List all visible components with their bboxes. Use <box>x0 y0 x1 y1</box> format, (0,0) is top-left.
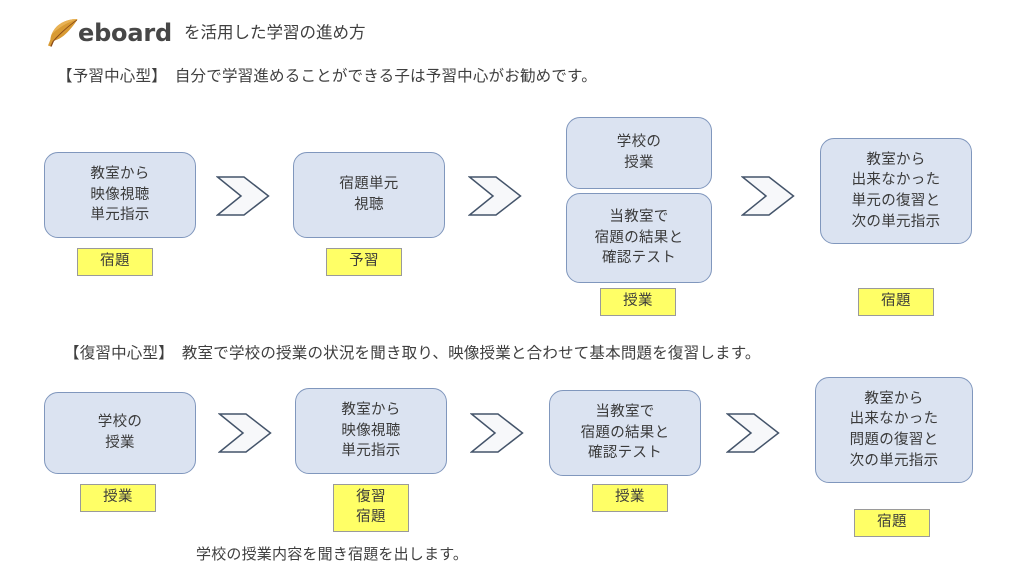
feather-quill-icon <box>48 19 78 47</box>
flow-node-r1-step2: 宿題単元 視聴 <box>293 152 445 238</box>
arrow-chevron-r1-1 <box>216 176 270 216</box>
tag-r2-step3: 授業 <box>592 484 668 512</box>
arrow-chevron-r2-1 <box>218 413 272 453</box>
tag-r2-step1: 授業 <box>80 484 156 512</box>
node-line: 確認テスト <box>602 250 676 267</box>
section-heading-yoshu: 【予習中心型】 自分で学習進めることができる子は予習中心がお勧めです。 <box>57 68 597 85</box>
logo-wordmark: eboard <box>78 19 172 47</box>
flow-node-r2-step4: 教室から 出来なかった 問題の復習と 次の単元指示 <box>815 377 973 483</box>
eboard-logo: eboard を活用した学習の進め方 <box>46 18 365 48</box>
flow-node-r2-step3: 当教室で 宿題の結果と 確認テスト <box>549 390 701 476</box>
tag-line: 授業 <box>623 293 653 310</box>
flow-node-r1-step3-top: 学校の 授業 <box>566 117 712 189</box>
node-line: 次の単元指示 <box>851 213 941 230</box>
node-line: 授業 <box>624 155 654 171</box>
arrow-chevron-r1-3 <box>741 176 795 216</box>
flow-node-r2-step1: 学校の 授業 <box>44 392 196 474</box>
node-line: 映像視聴 <box>341 422 401 439</box>
node-line: 当教室で <box>609 209 669 226</box>
node-line: 次の単元指示 <box>849 452 939 469</box>
node-line: 映像視聴 <box>90 186 150 203</box>
tag-r1-step3: 授業 <box>600 288 676 316</box>
tag-line: 授業 <box>615 489 645 506</box>
node-line: 教室から <box>90 166 150 183</box>
section-heading-fukushu: 【復習中心型】 教室で学校の授業の状況を聞き取り、映像授業と合わせて基本問題を復… <box>64 345 761 362</box>
tag-r2-step2: 復習 宿題 <box>333 484 409 532</box>
tag-r1-step2: 予習 <box>326 248 402 276</box>
tag-line: 宿題 <box>100 253 130 270</box>
node-line: 教室から <box>864 390 924 407</box>
tag-line: 授業 <box>103 489 133 506</box>
tag-line: 宿題 <box>881 293 911 310</box>
arrow-chevron-r2-2 <box>470 413 524 453</box>
arrow-chevron-r1-2 <box>468 176 522 216</box>
flow-node-r2-step2: 教室から 映像視聴 単元指示 <box>295 388 447 474</box>
node-line: 単元の復習と <box>851 193 941 209</box>
flow-node-r1-step3-bottom: 当教室で 宿題の結果と 確認テスト <box>566 193 712 283</box>
tag-line: 宿題 <box>877 514 907 531</box>
tag-line: 復習 <box>356 489 386 506</box>
node-line: 宿題単元 <box>339 176 399 193</box>
node-line: 視聴 <box>354 197 384 213</box>
flow-node-r1-step4: 教室から 出来なかった 単元の復習と 次の単元指示 <box>820 138 972 244</box>
node-line: 問題の復習と <box>849 432 939 448</box>
node-line: 学校の <box>616 134 662 151</box>
arrow-chevron-r2-3 <box>726 413 780 453</box>
node-line: 宿題の結果と <box>580 424 670 441</box>
node-line: 宿題の結果と <box>594 229 684 246</box>
node-line: 単元指示 <box>341 443 401 460</box>
node-line: 教室から <box>866 151 926 168</box>
node-line: 当教室で <box>595 404 655 421</box>
node-line: 出来なかった <box>851 172 941 189</box>
tag-line: 宿題 <box>356 509 386 525</box>
node-line: 授業 <box>105 435 135 451</box>
tag-line: 予習 <box>349 253 379 270</box>
node-line: 教室から <box>341 402 401 419</box>
node-line: 確認テスト <box>588 445 662 462</box>
node-line: 出来なかった <box>849 411 939 428</box>
node-line: 単元指示 <box>90 207 150 224</box>
page-title: を活用した学習の進め方 <box>183 23 366 42</box>
node-line: 学校の <box>97 414 143 431</box>
flow-node-r1-step1: 教室から 映像視聴 単元指示 <box>44 152 196 238</box>
tag-r1-step4: 宿題 <box>858 288 934 316</box>
tag-r2-step4: 宿題 <box>854 509 930 537</box>
footnote-text: 学校の授業内容を聞き宿題を出します。 <box>196 546 469 563</box>
tag-r1-step1: 宿題 <box>77 248 153 276</box>
